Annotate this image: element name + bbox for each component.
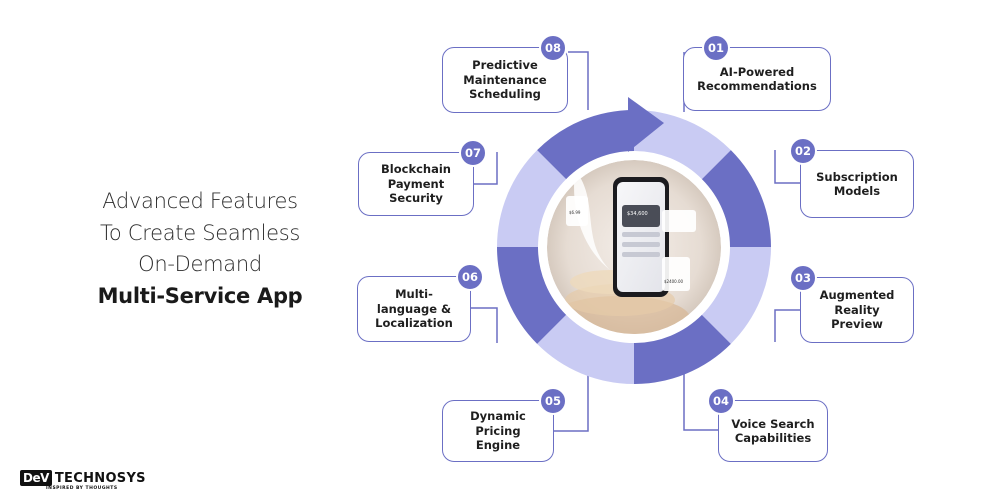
feature-label-08: Predictive Maintenance Scheduling bbox=[463, 58, 547, 102]
phone-bottom-amount: $2400.00 bbox=[664, 279, 684, 284]
feature-badge-04: 04 bbox=[707, 387, 735, 415]
headline-line-2: To Create Seamless bbox=[99, 220, 301, 245]
feature-box-05: Dynamic Pricing Engine 05 bbox=[442, 387, 567, 462]
logo-tagline: INSPIRED BY THOUGHTS bbox=[46, 486, 118, 491]
connector-line-02 bbox=[774, 150, 800, 184]
feature-box-01: AI-Powered Recommendations 01 bbox=[683, 34, 831, 111]
connector-line-04 bbox=[683, 372, 718, 431]
connector-line-05 bbox=[554, 372, 589, 432]
phone-small-amount: $6.99 bbox=[569, 210, 581, 215]
logo-dev-mark: DeV bbox=[20, 470, 52, 486]
feature-label-06: Multi-language & Localization bbox=[375, 287, 453, 331]
feature-box-02: Subscription Models 02 bbox=[789, 137, 914, 218]
ring-segment-06 bbox=[497, 247, 567, 344]
ring-segment-08 bbox=[537, 110, 634, 180]
feature-badge-07: 07 bbox=[459, 139, 487, 167]
ring-segment-05 bbox=[537, 314, 634, 384]
connector-line-06 bbox=[471, 307, 498, 343]
feature-box-07: Blockchain Payment Security 07 bbox=[358, 139, 487, 216]
ring-segment-04 bbox=[634, 314, 731, 384]
feature-badge-06: 06 bbox=[456, 263, 484, 291]
phone-illustration bbox=[547, 160, 721, 334]
headline-line-1: Advanced Features bbox=[102, 189, 298, 213]
feature-label-07: Blockchain Payment Security bbox=[381, 162, 451, 206]
feature-badge-08: 08 bbox=[539, 34, 567, 62]
ring-segment-02 bbox=[701, 150, 771, 247]
connector-line-08 bbox=[568, 51, 589, 110]
feature-label-05: Dynamic Pricing Engine bbox=[470, 409, 526, 453]
feature-box-04: Voice Search Capabilities 04 bbox=[707, 387, 828, 462]
headline-line-4: Multi-Service App bbox=[97, 283, 303, 308]
ring-segments bbox=[497, 110, 771, 384]
ring-arrowhead bbox=[628, 97, 664, 152]
ring-segment-07 bbox=[497, 150, 567, 247]
logo-wordmark: TECHNOSYS bbox=[54, 470, 146, 486]
feature-box-06: Multi-language & Localization 06 bbox=[357, 263, 484, 342]
feature-label-02: Subscription Models bbox=[816, 169, 898, 198]
feature-box-03: Augmented Reality Preview 03 bbox=[789, 264, 914, 343]
devtechnosys-logo: DeV TECHNOSYS INSPIRED BY THOUGHTS bbox=[20, 470, 146, 491]
feature-label-03: Augmented Reality Preview bbox=[819, 288, 895, 332]
connector-line-07 bbox=[474, 152, 498, 185]
feature-badge-01: 01 bbox=[702, 34, 730, 62]
connector-line-03 bbox=[774, 309, 800, 342]
headline-line-3: On-Demand bbox=[138, 252, 262, 276]
feature-label-04: Voice Search Capabilities bbox=[731, 416, 815, 445]
feature-box-08: Predictive Maintenance Scheduling 08 bbox=[442, 34, 568, 113]
ring-segment-03 bbox=[701, 247, 771, 344]
feature-badge-05: 05 bbox=[539, 387, 567, 415]
feature-label-01: AI-Powered Recommendations bbox=[697, 64, 817, 93]
phone-balance: $34,600 bbox=[627, 211, 648, 217]
feature-badge-03: 03 bbox=[789, 264, 817, 292]
headline: Advanced Features To Create Seamless On-… bbox=[70, 186, 330, 312]
feature-badge-02: 02 bbox=[789, 137, 817, 165]
